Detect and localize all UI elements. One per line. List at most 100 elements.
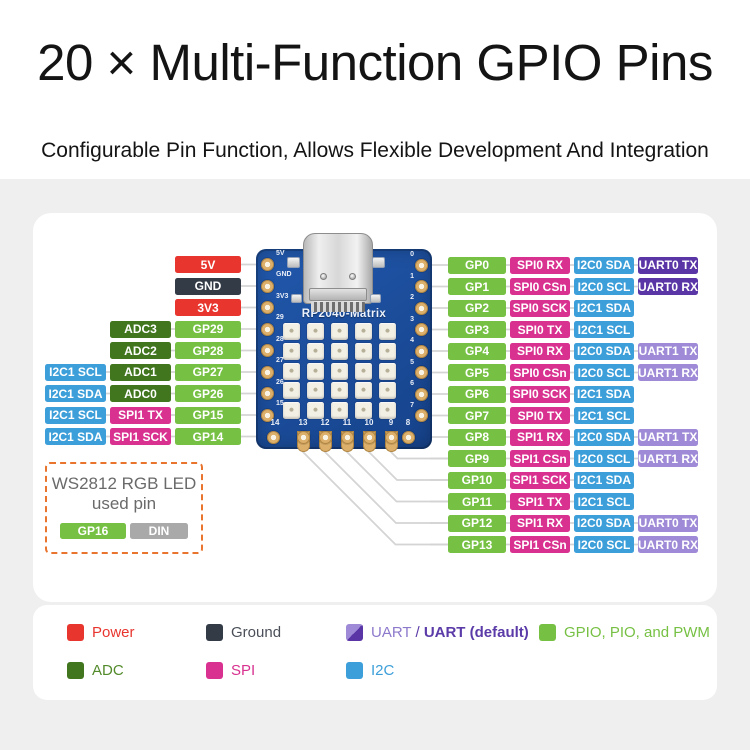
legend-label-ground: Ground (231, 624, 282, 641)
pin-badge-gnd: GND (175, 277, 241, 295)
pin-badge-spi0-sck: SPI0 SCK (510, 385, 570, 403)
pin-badge-i2c0-scl: I2C0 SCL (574, 450, 634, 467)
smd-pad (372, 257, 385, 268)
ws2812-led (307, 362, 324, 380)
page-title: 20 × Multi-Function GPIO Pins (37, 34, 713, 91)
pin-badge-gp5: GP5 (448, 364, 506, 381)
board-label-left-15: 15 (276, 400, 284, 407)
legend-swatch-ground (206, 624, 223, 641)
pin-badge-spi1-sck: SPI1 SCK (110, 428, 171, 445)
legend-item-ground: Ground (206, 624, 281, 641)
ws2812-led (331, 323, 348, 340)
legend-swatch-uart (346, 624, 363, 641)
smd-pad (291, 294, 302, 303)
pin-badge-gp4: GP4 (448, 342, 506, 360)
pin-badge-uart1-tx: UART1 TX (638, 428, 698, 446)
pin-badge-spi0-rx: SPI0 RX (510, 256, 570, 274)
pin-badge-i2c0-scl: I2C0 SCL (574, 536, 634, 553)
pin-badge-gp13: GP13 (448, 536, 506, 553)
ws2812-led (307, 342, 324, 360)
ws2812-led (283, 402, 300, 419)
pin-badge-uart0-tx: UART0 TX (638, 256, 698, 274)
pin-badge-spi0-tx: SPI0 TX (510, 407, 570, 424)
legend-item-power: Power (67, 624, 135, 641)
board-label-right-3: 3 (410, 315, 414, 323)
pin-row-left-0: 5V (175, 256, 241, 273)
pin-badge-i2c1-scl: I2C1 SCL (574, 493, 634, 510)
ws2812-led (331, 402, 348, 419)
ws2812-led (331, 342, 348, 360)
board-label-right-7: 7 (410, 401, 414, 409)
pin-badge-spi1-csn: SPI1 CSn (510, 450, 570, 467)
ws2812-led (283, 382, 300, 400)
board-pad-right-5 (414, 366, 428, 379)
pin-badge-gp11: GP11 (448, 493, 506, 510)
ws2812-led (355, 342, 372, 360)
pin-row-left-1: GND (175, 277, 241, 295)
pin-badge-spi1-tx: SPI1 TX (110, 406, 171, 424)
pin-badge-gp16: GP16 (60, 523, 126, 539)
pin-badge-i2c1-scl: I2C1 SCL (574, 407, 634, 424)
board-label-bottom-8: 8 (405, 418, 411, 427)
board-pad-corner-8 (401, 430, 415, 444)
legend-label-uart: UART / UART (default) (371, 624, 529, 641)
pin-badge-i2c0-sda: I2C0 SDA (574, 514, 634, 532)
board-label-left-gnd: GND (276, 271, 292, 278)
pin-badge-spi1-sck: SPI1 SCK (510, 471, 570, 489)
board-pad-bottom-3 (362, 430, 376, 444)
board-label-right-5: 5 (410, 358, 414, 366)
ws2812-led (307, 323, 324, 340)
ws2812-note-line1: WS2812 RGB LED (51, 474, 197, 493)
page-subtitle: Configurable Pin Function, Allows Flexib… (41, 139, 709, 162)
legend-item-adc: ADC (67, 662, 124, 679)
pin-badge-uart1-rx: UART1 RX (638, 450, 699, 467)
board-pad-bottom-0 (296, 430, 310, 444)
pin-badge-spi0-sck: SPI0 SCK (510, 299, 570, 317)
pin-badge-i2c1-scl: I2C1 SCL (45, 363, 106, 381)
usb-c-front-plate (309, 288, 367, 301)
board-label-right-2: 2 (410, 294, 414, 301)
board-label-bottom-13: 13 (298, 418, 308, 427)
pin-badge-gp28: GP28 (175, 342, 241, 359)
pin-badge-gp0: GP0 (448, 256, 506, 274)
pin-badge-i2c1-scl: I2C1 SCL (45, 406, 106, 424)
pin-badge-gp12: GP12 (448, 514, 506, 532)
pin-badge-gp9: GP9 (448, 450, 506, 467)
board-label-bottom-11: 11 (342, 418, 352, 427)
pin-badge-adc2: ADC2 (110, 342, 171, 359)
smd-pad (287, 257, 300, 268)
pin-badge-i2c0-scl: I2C0 SCL (574, 278, 634, 295)
pin-badge-i2c1-sda: I2C1 SDA (45, 385, 106, 402)
usb-screw-right (349, 273, 356, 280)
smd-pad (370, 294, 381, 303)
board-pad-right-3 (414, 323, 428, 336)
board-label-right-1: 1 (410, 272, 414, 280)
legend-item-uart: UART / UART (default) (346, 624, 529, 641)
board-pad-bottom-2 (340, 430, 354, 444)
pin-badge-gp7: GP7 (448, 407, 506, 424)
legend-panel (33, 605, 717, 700)
ws2812-led (355, 362, 372, 380)
pin-badge-i2c1-sda: I2C1 SDA (574, 299, 634, 317)
board-label-bottom-12: 12 (320, 418, 330, 427)
pin-badge-uart0-rx: UART0 RX (638, 278, 699, 295)
pin-badge-3v3: 3V3 (175, 299, 241, 316)
pin-badge-i2c0-sda: I2C0 SDA (574, 256, 634, 274)
board-pad-left-5 (260, 365, 274, 379)
ws2812-led (283, 342, 300, 360)
pin-badge-uart1-tx: UART1 TX (638, 342, 698, 360)
pin-badge-gp10: GP10 (448, 471, 506, 489)
